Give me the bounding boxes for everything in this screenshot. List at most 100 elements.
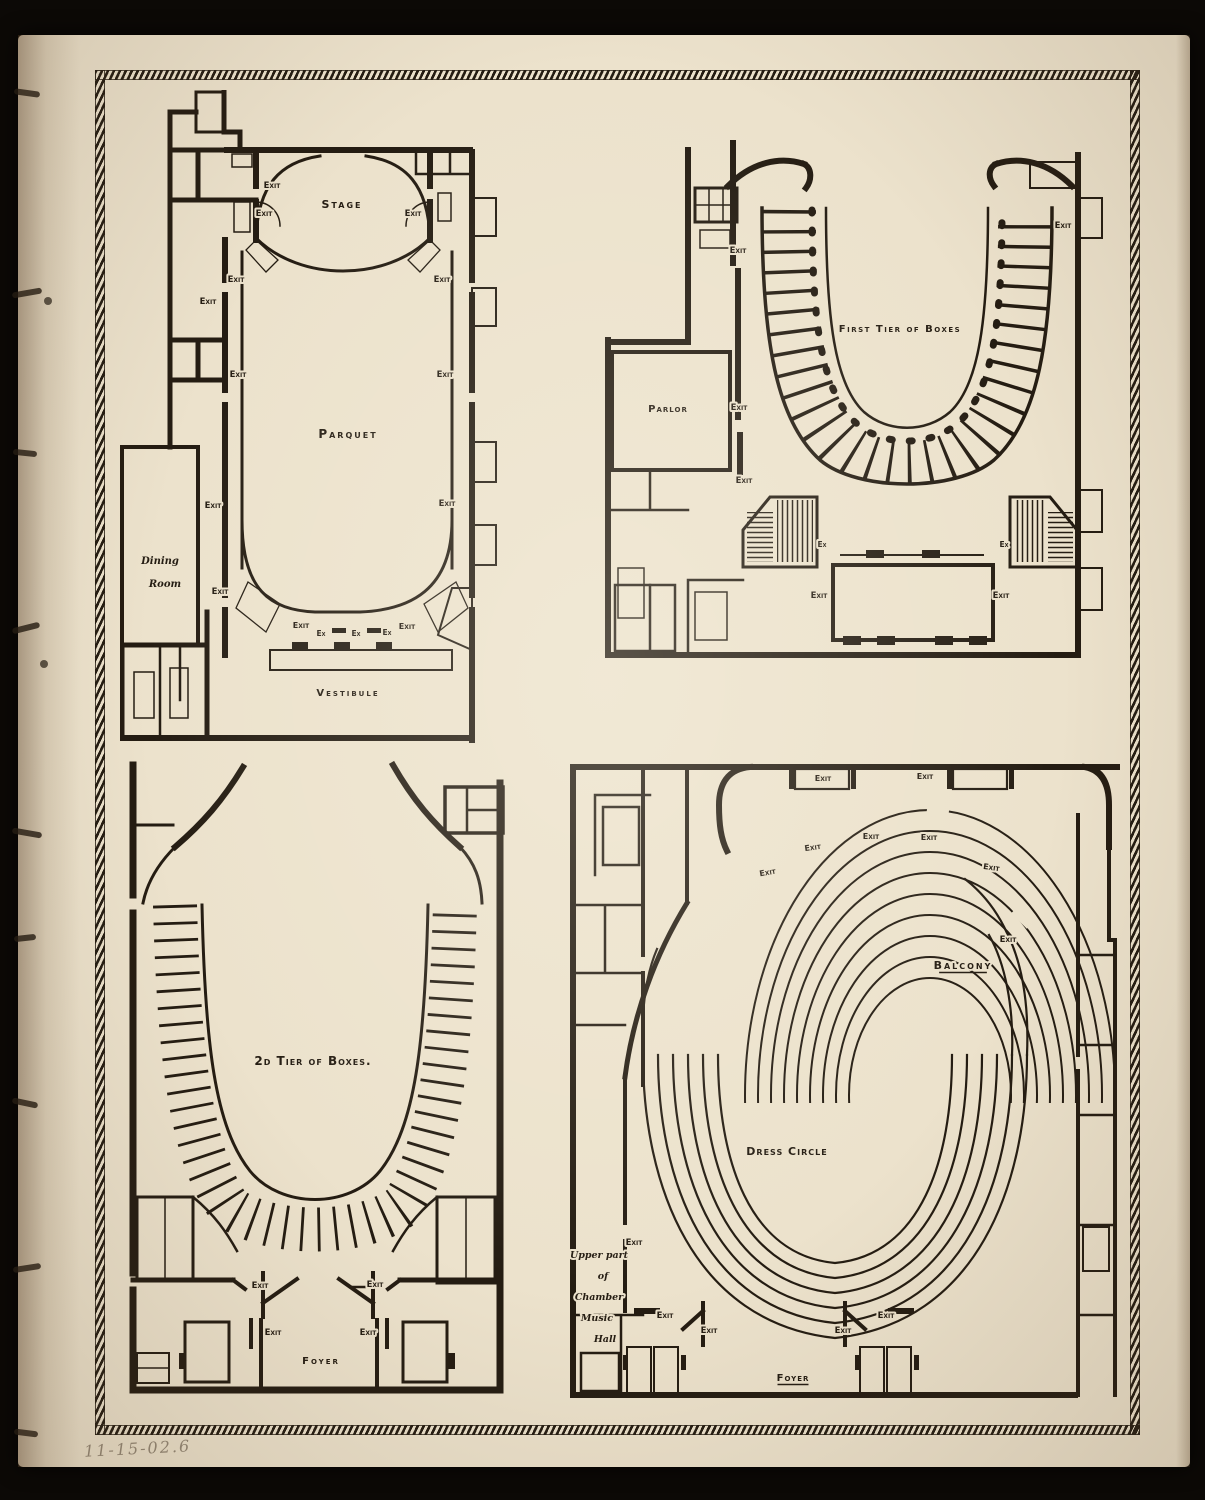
threshold (820, 550, 840, 560)
wall-stair (1077, 489, 1103, 533)
stage-front-structures (741, 495, 1079, 645)
plan-label: Stage (322, 198, 363, 211)
plan-label: Exit (626, 1238, 644, 1248)
plan-label: Exit (256, 209, 274, 219)
vestibule-area (120, 609, 475, 741)
plan-walls (167, 90, 475, 743)
plan-label: Exit (367, 1280, 385, 1290)
stair (617, 567, 645, 619)
door-tab (969, 636, 987, 645)
inner-floor-mask (204, 903, 426, 1196)
stair (471, 197, 497, 237)
stair (169, 667, 189, 719)
stair (694, 591, 728, 641)
grille (231, 153, 253, 168)
exit-threshold (367, 628, 381, 633)
parquet-floor (235, 253, 469, 634)
stair (401, 1320, 449, 1384)
balcony-rows (744, 809, 1116, 1103)
right-corridor-rooms (1076, 953, 1117, 1317)
plan-label: Exit (730, 246, 748, 256)
lobby-room (831, 563, 995, 642)
backstage-rooms-walls (167, 90, 259, 450)
plan-label: Parlor (648, 404, 688, 415)
stair (601, 805, 641, 867)
plan-label: Exit (983, 862, 1001, 873)
exit-box (795, 814, 821, 836)
plan-label: Exit (731, 403, 749, 413)
stair (471, 524, 497, 566)
wall-stair (1077, 197, 1103, 239)
corridor-rooms (571, 903, 645, 1397)
inner-floor-mask (826, 208, 988, 428)
plan-label: Ex (383, 628, 392, 637)
door-tab (851, 769, 856, 789)
stitch-mark (11, 287, 43, 299)
horn-tails (131, 823, 484, 905)
plan-label: Upper part (570, 1250, 629, 1261)
plan-label: Exit (200, 297, 218, 307)
stair-tower-grid (694, 187, 738, 223)
plan-label: Dress Circle (746, 1145, 827, 1158)
plan-label: Exit (701, 1326, 719, 1336)
hall-outer-walls (222, 149, 475, 743)
foyer-posts (249, 1318, 389, 1389)
plan-label: Exit (878, 1311, 896, 1321)
plan-label: Exit (265, 1328, 283, 1338)
plan-label: Exit (264, 181, 282, 191)
stitch-mark (11, 621, 41, 635)
exit-threshold (332, 628, 346, 633)
parquet-outline (240, 253, 454, 614)
plan-label: Exit (657, 1311, 675, 1321)
plan-label: Exit (252, 1281, 270, 1291)
decorative-border-bottom (95, 1425, 1140, 1435)
stage-corner-steps (245, 239, 441, 273)
stair (579, 1351, 621, 1393)
foyer-structures (623, 1301, 919, 1396)
outer-walls (570, 764, 1120, 1398)
door-tab (935, 636, 953, 645)
door-tab (843, 636, 861, 645)
top-right-rooms (414, 150, 474, 176)
binding-crease (18, 35, 80, 1467)
vestibule-screen (269, 649, 453, 671)
plan-label: Ex (818, 540, 827, 549)
balcony-row (770, 851, 1090, 1103)
left-rooms (610, 468, 745, 657)
plan-label: Exit (228, 275, 246, 285)
stair (626, 1346, 652, 1394)
plan-label: Balcony (934, 959, 993, 972)
stair (471, 287, 497, 327)
plan-walls (570, 763, 1120, 1398)
plan-label: Ex (317, 629, 326, 638)
entrance-horns (723, 157, 1077, 193)
inner-rail (824, 206, 990, 429)
exit-box (862, 803, 886, 820)
stair-curves (191, 1195, 439, 1253)
balcony-exit-boxes (747, 802, 1037, 929)
plan-labels: First Tier of BoxesParlorExitExitExitExi… (646, 219, 1074, 603)
decorative-border-top (95, 70, 1140, 80)
wall-hooks (230, 1277, 403, 1292)
outer-walls (129, 761, 504, 1394)
stage-right-stair (437, 192, 452, 222)
balcony-row (783, 872, 1077, 1103)
plan-label: Hall (593, 1334, 617, 1345)
door-tab (789, 769, 794, 789)
stair-tower (194, 90, 226, 134)
box-divider-spokes (761, 209, 1053, 496)
balcony-row (744, 809, 1116, 1103)
plan-label: Exit (863, 832, 880, 841)
balcony-corner-curves (715, 763, 1112, 856)
threshold (984, 550, 1004, 560)
plan-label: Dining (140, 556, 179, 567)
room (613, 583, 677, 653)
plan-label: Exit (212, 587, 230, 597)
door-tab (623, 1355, 628, 1370)
stitch-mark (12, 448, 38, 458)
plan-label: Exit (360, 1328, 378, 1338)
outer-mask (748, 208, 1066, 500)
